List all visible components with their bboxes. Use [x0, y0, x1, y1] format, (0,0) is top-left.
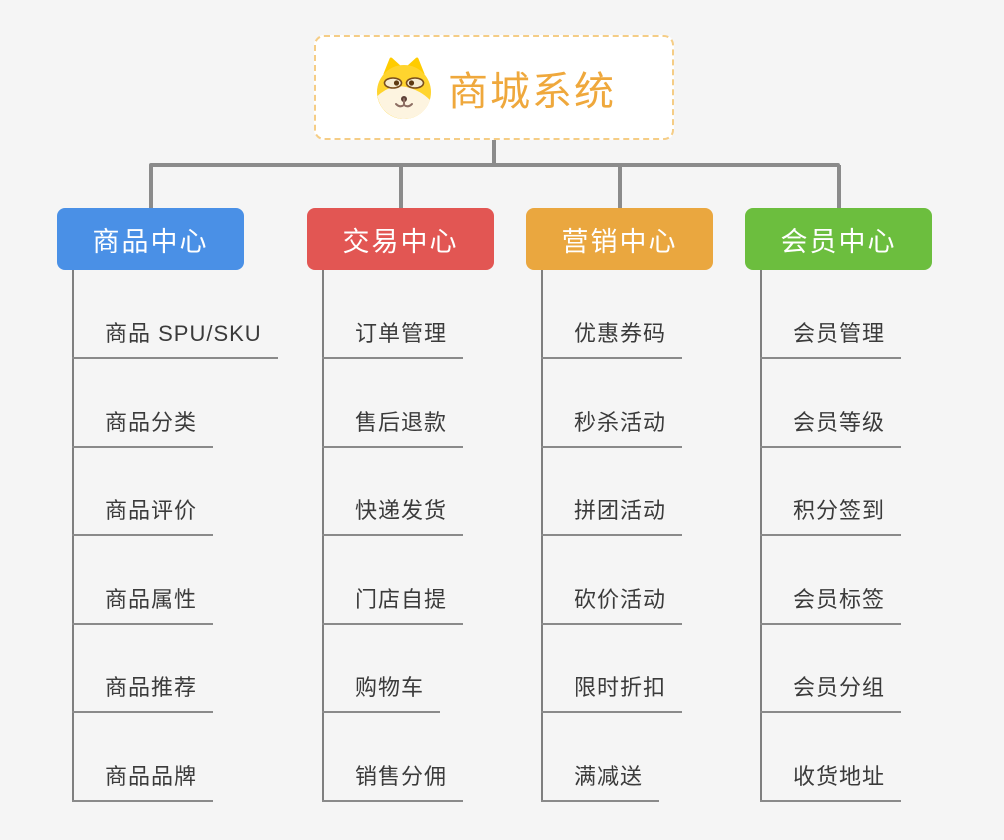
branch-spine-1 — [72, 270, 74, 802]
leaf-node[interactable]: 商品属性 — [72, 579, 214, 625]
doge-icon — [377, 57, 431, 119]
connector-drop-2 — [398, 165, 403, 209]
leaf-node[interactable]: 会员等级 — [760, 402, 902, 448]
leaf-node[interactable]: 售后退款 — [322, 402, 464, 448]
leaf-node[interactable]: 快递发货 — [322, 490, 464, 536]
leaf-node[interactable]: 销售分佣 — [322, 756, 464, 802]
leaf-node[interactable]: 商品分类 — [72, 402, 214, 448]
connector-horizontal-rail — [149, 163, 840, 167]
connector-root-stem — [492, 140, 496, 166]
leaf-node[interactable]: 限时折扣 — [541, 667, 683, 713]
branch-spine-4 — [760, 270, 762, 802]
branch-label: 交易中心 — [342, 226, 459, 257]
connector-drop-3 — [617, 165, 622, 209]
leaf-node[interactable]: 砍价活动 — [541, 579, 683, 625]
branch-label: 商品中心 — [92, 226, 209, 257]
leaf-node[interactable]: 购物车 — [322, 667, 441, 713]
leaf-node[interactable]: 秒杀活动 — [541, 402, 683, 448]
leaf-node[interactable]: 订单管理 — [322, 313, 464, 359]
leaf-node[interactable]: 优惠券码 — [541, 313, 683, 359]
branch-node-1[interactable]: 商品中心 — [57, 208, 244, 270]
branch-node-2[interactable]: 交易中心 — [307, 208, 494, 270]
leaf-node[interactable]: 会员管理 — [760, 313, 902, 359]
leaf-node[interactable]: 商品推荐 — [72, 667, 214, 713]
leaf-node[interactable]: 收货地址 — [760, 756, 902, 802]
leaf-node[interactable]: 商品评价 — [72, 490, 214, 536]
branch-label: 营销中心 — [561, 226, 678, 257]
leaf-node[interactable]: 商品 SPU/SKU — [72, 313, 278, 359]
root-title: 商城系统 — [448, 69, 616, 114]
leaf-node[interactable]: 会员标签 — [760, 579, 902, 625]
leaf-node[interactable]: 满减送 — [541, 756, 660, 802]
leaf-node[interactable]: 商品品牌 — [72, 756, 214, 802]
branch-node-4[interactable]: 会员中心 — [745, 208, 932, 270]
branch-label: 会员中心 — [780, 226, 897, 257]
root-node[interactable]: 商城系统 — [314, 35, 674, 140]
leaf-node[interactable]: 拼团活动 — [541, 490, 683, 536]
leaf-node[interactable]: 门店自提 — [322, 579, 464, 625]
branch-spine-2 — [322, 270, 324, 802]
connector-drop-1 — [148, 165, 153, 209]
connector-drop-4 — [836, 165, 841, 209]
leaf-node[interactable]: 积分签到 — [760, 490, 902, 536]
leaf-node[interactable]: 会员分组 — [760, 667, 902, 713]
branch-node-3[interactable]: 营销中心 — [526, 208, 713, 270]
branch-spine-3 — [541, 270, 543, 802]
